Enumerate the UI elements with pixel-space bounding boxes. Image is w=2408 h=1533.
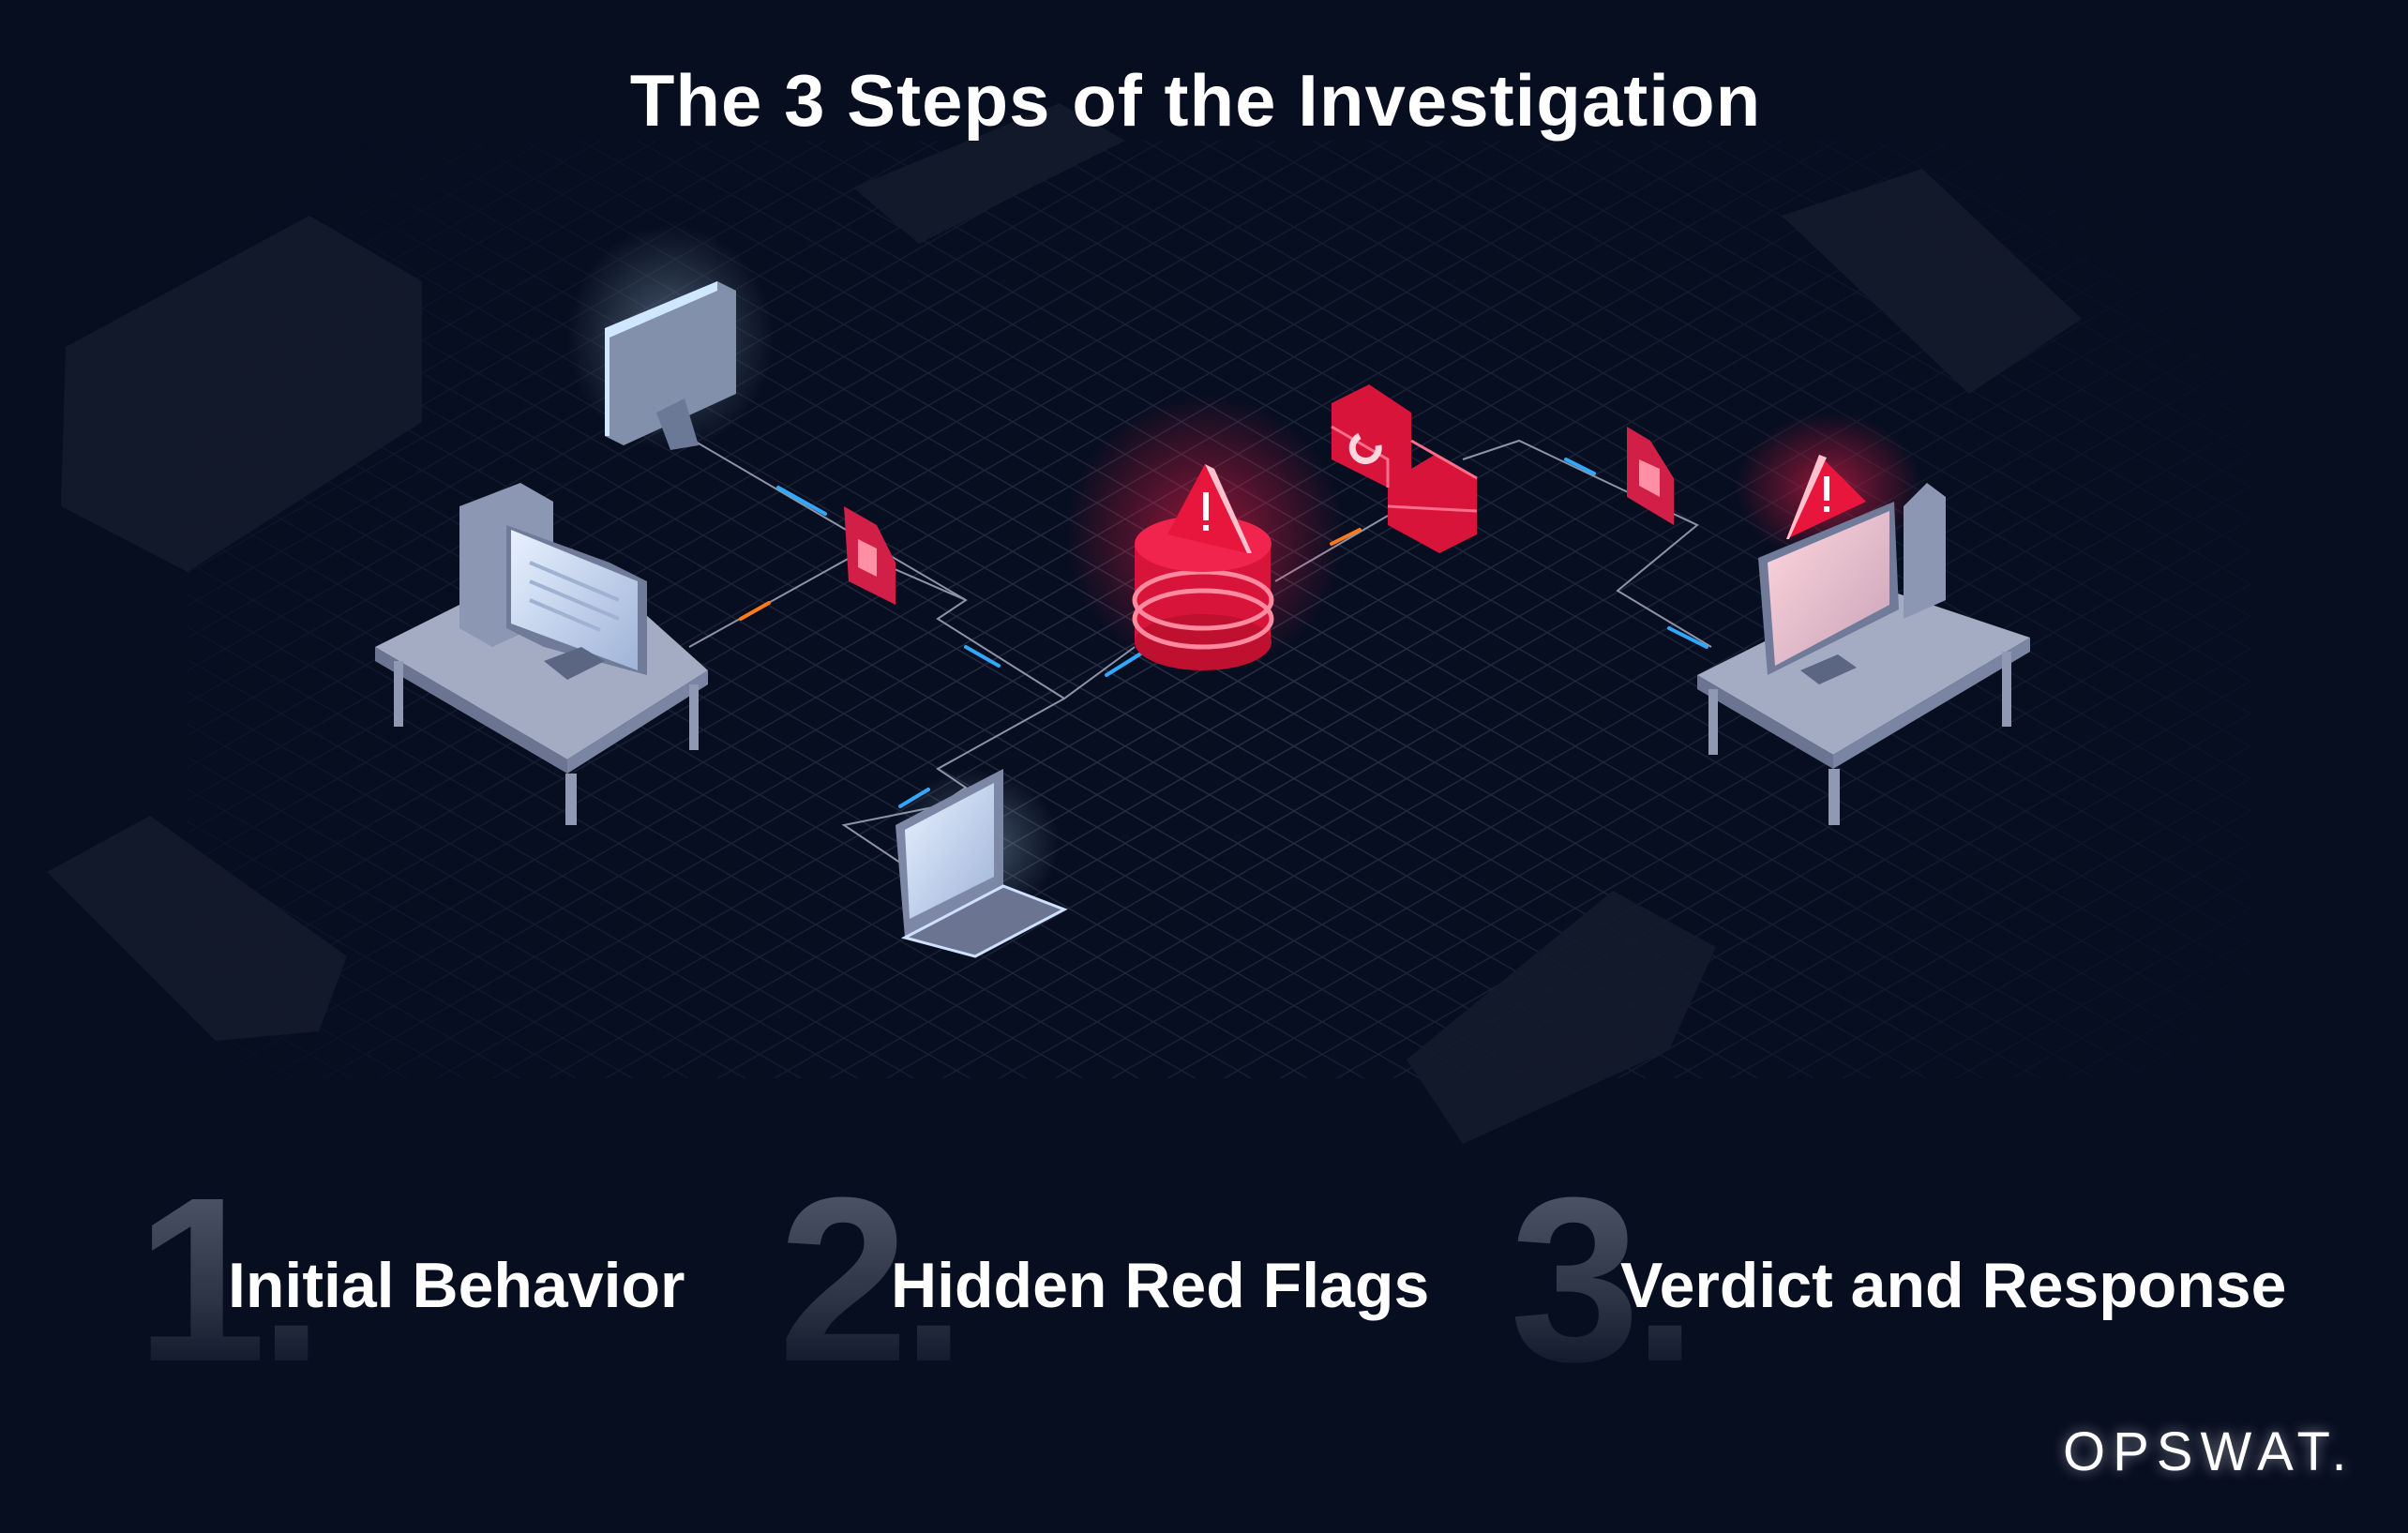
opswat-logo: OPSWAT. [2063, 1421, 2355, 1482]
background-hospital-equipment [47, 103, 2082, 1144]
step-number: 3. [1510, 1149, 1697, 1410]
step-label: Verdict and Response [1620, 1250, 2287, 1321]
suspicious-document-icon [844, 506, 895, 605]
suspicious-document-icon [1627, 427, 1674, 525]
laptop-device [891, 769, 1068, 958]
page-title: The 3 Steps of the Investigation [629, 59, 1762, 142]
monitor-device [567, 225, 774, 450]
warning-triangle-icon [1167, 464, 1252, 553]
step-number: 1. [136, 1149, 324, 1410]
workstation-desk-left [375, 483, 708, 825]
firewall-icon [1331, 384, 1478, 553]
warning-triangle-icon [1786, 455, 1866, 539]
step-label: Hidden Red Flags [891, 1250, 1430, 1321]
step-number: 2. [778, 1149, 966, 1410]
step-label: Initial Behavior [228, 1250, 685, 1321]
